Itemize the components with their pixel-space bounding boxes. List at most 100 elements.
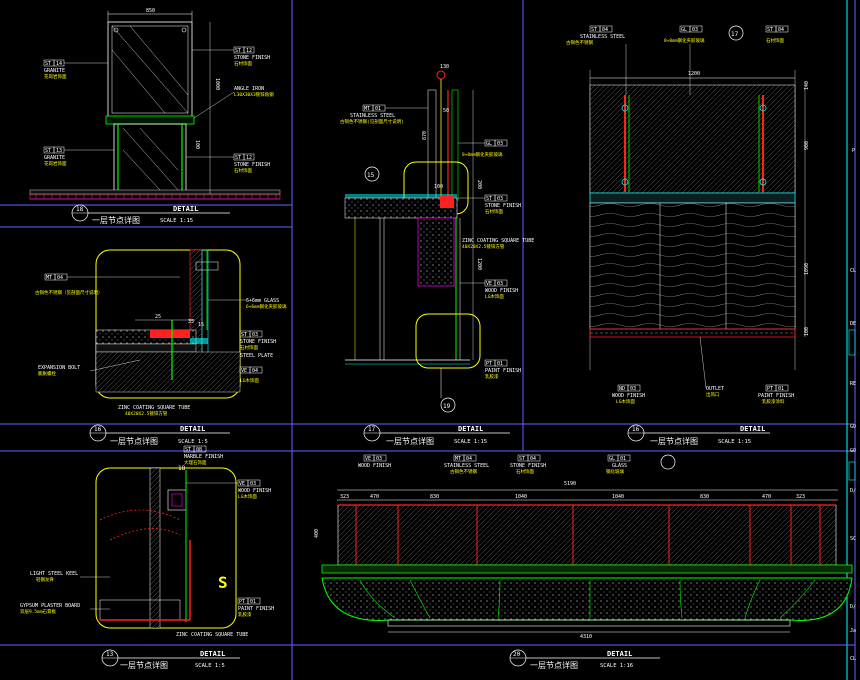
svg-text:03: 03 <box>250 481 256 487</box>
tag-st04b: ST 04 石材饰面 <box>765 25 789 44</box>
svg-text:04: 04 <box>252 368 258 374</box>
svg-text:GYPSUM PLASTER BOARD: GYPSUM PLASTER BOARD <box>20 603 80 609</box>
note-gypsum: GYPSUM PLASTER BOARD 双层9.5mm石膏板 <box>20 603 110 615</box>
strip-label: CL <box>850 656 856 662</box>
svg-text:DETAIL: DETAIL <box>458 425 483 433</box>
note-angle-iron: ANGLE IRON L30X30X3镀锌角钢 <box>193 86 274 119</box>
svg-text:03: 03 <box>376 456 382 462</box>
tag-ve03b: VE 03 WOOD FINISH LG木饰面 <box>186 479 271 500</box>
svg-text:323: 323 <box>340 494 349 500</box>
svg-text:DETAIL: DETAIL <box>607 650 632 658</box>
svg-text:一层节点详图: 一层节点详图 <box>110 436 158 446</box>
svg-text:石材饰面: 石材饰面 <box>234 167 252 174</box>
svg-text:ZINC COATING SQUARE TUBE: ZINC COATING SQUARE TUBE <box>118 405 190 411</box>
svg-text:1040: 1040 <box>515 494 527 500</box>
tag-mt04b: MT 04 STAINLESS STEEL 古铜色不锈钢 <box>444 454 489 475</box>
svg-text:STAINLESS STEEL: STAINLESS STEEL <box>580 34 625 40</box>
tag-gl03b: GL 03 8+8mm钢化夹胶玻璃 <box>664 25 705 95</box>
panel-detail-1: 850 1000 100 ST 14 GRANITE 花岗 <box>29 8 281 225</box>
strip-label: GO <box>850 424 856 430</box>
svg-text:乳胶漆涂料: 乳胶漆涂料 <box>762 398 785 405</box>
svg-text:1090: 1090 <box>804 263 810 275</box>
svg-text:ST: ST <box>767 27 773 33</box>
svg-text:GRANITE: GRANITE <box>44 155 65 161</box>
svg-text:PT: PT <box>239 599 245 605</box>
svg-text:LG木饰面: LG木饰面 <box>238 493 257 500</box>
note-outlet: OUTLET 出风口 <box>699 336 724 398</box>
svg-text:PT: PT <box>486 361 492 367</box>
svg-text:STAINLESS STEEL: STAINLESS STEEL <box>350 113 395 119</box>
svg-text:ST: ST <box>235 48 241 54</box>
svg-text:ST: ST <box>45 148 51 154</box>
svg-text:03: 03 <box>252 332 258 338</box>
svg-text:01: 01 <box>620 456 626 462</box>
svg-text:ZINC COATING SQUARE TUBE: ZINC COATING SQUARE TUBE <box>462 238 534 244</box>
svg-text:MT: MT <box>364 106 370 112</box>
svg-text:STAINLESS STEEL: STAINLESS STEEL <box>444 463 489 469</box>
panel-title-block: 16 DETAIL 一层节点详图 SCALE 1:5 <box>89 424 230 446</box>
svg-text:12: 12 <box>246 155 252 161</box>
svg-text:6+6mm钢化夹胶玻璃: 6+6mm钢化夹胶玻璃 <box>246 303 287 310</box>
panel-detail-2: 25 35 15 MT 04 古铜色不锈钢（见剖面尺寸说明） 6+6mm GLA… <box>35 249 287 446</box>
joint-marker: S <box>218 573 228 592</box>
section-mark <box>660 454 676 470</box>
note-light-keel: LIGHT STEEL KEEL 轻钢龙骨 <box>30 571 110 583</box>
svg-text:WOOD FINISH: WOOD FINISH <box>238 488 271 494</box>
strip-label: SC <box>850 536 856 542</box>
svg-text:STONE FINISH: STONE FINISH <box>234 55 270 61</box>
svg-text:MT: MT <box>46 275 52 281</box>
svg-text:VE: VE <box>239 481 245 487</box>
svg-text:ST: ST <box>486 196 492 202</box>
svg-text:ANGLE IRON: ANGLE IRON <box>234 86 264 92</box>
svg-text:04: 04 <box>530 456 536 462</box>
strip-label: RE <box>850 381 856 387</box>
segment-dims: 323 470 830 1040 1040 830 470 323 <box>340 494 805 500</box>
svg-text:1200: 1200 <box>688 71 700 77</box>
svg-text:一层节点详图: 一层节点详图 <box>120 660 168 670</box>
svg-text:16: 16 <box>632 426 640 433</box>
svg-text:GRANITE: GRANITE <box>44 68 65 74</box>
panel-title-block: 17 DETAIL 一层节点详图 SCALE 1:15 <box>363 424 510 446</box>
strip-label: D/ <box>850 488 856 494</box>
tag-st03a: ST 03 STONE FINISH 石材饰面 <box>239 330 276 351</box>
panel-detail-4: 1200 140 900 1090 100 17 <box>566 25 810 446</box>
svg-text:323: 323 <box>796 494 805 500</box>
svg-text:04: 04 <box>466 456 472 462</box>
svg-text:一层节点详图: 一层节点详图 <box>650 436 698 446</box>
svg-text:一层节点详图: 一层节点详图 <box>386 436 434 446</box>
tag-st12a: ST 12 STONE FINISH 石材饰面 <box>192 46 270 67</box>
svg-text:GL: GL <box>609 456 615 462</box>
svg-text:ZINC COATING SQUARE TUBE: ZINC COATING SQUARE TUBE <box>176 632 248 638</box>
svg-text:膨胀螺栓: 膨胀螺栓 <box>38 370 56 377</box>
tag-ve03c: VE 03 WOOD FINISH <box>358 454 391 469</box>
svg-text:140: 140 <box>804 81 810 90</box>
tag-st13: ST 13 GRANITE 花岗岩饰面 <box>43 146 114 167</box>
tag-st14: ST 14 GRANITE 花岗岩饰面 <box>43 59 108 80</box>
svg-text:石材饰面: 石材饰面 <box>234 60 252 67</box>
svg-text:870: 870 <box>422 131 428 140</box>
svg-text:01: 01 <box>375 106 381 112</box>
svg-text:19: 19 <box>443 403 451 410</box>
svg-text:40X20X2.5镀锌方管: 40X20X2.5镀锌方管 <box>462 243 505 250</box>
tag-mt01: MT 01 STAINLESS STEEL 古铜色不锈钢(见剖面尺寸说明) <box>340 104 428 125</box>
tag-st04c: ST 04 STONE FINISH 石材饰面 <box>510 454 546 475</box>
svg-text:40X20X2.5镀锌方管: 40X20X2.5镀锌方管 <box>125 410 168 417</box>
svg-text:SCALE 1:15: SCALE 1:15 <box>718 439 751 445</box>
svg-text:乳胶漆: 乳胶漆 <box>485 373 499 380</box>
svg-text:17: 17 <box>731 31 739 38</box>
svg-text:03: 03 <box>497 281 503 287</box>
svg-text:大理石饰面: 大理石饰面 <box>184 459 207 466</box>
svg-text:6+6mm GLASS: 6+6mm GLASS <box>246 298 279 304</box>
tag-st08: ST 08 MARBLE FINISH 大理石饰面 <box>183 445 223 466</box>
tag-st03b: ST 03 STONE FINISH 石材饰面 <box>458 194 521 215</box>
svg-text:花岗岩饰面: 花岗岩饰面 <box>44 73 67 80</box>
svg-text:GLASS: GLASS <box>612 463 627 469</box>
strip-label: CL <box>850 268 856 274</box>
note-zinc-tube-1: ZINC COATING SQUARE TUBE 40X20X2.5镀锌方管 <box>118 405 190 417</box>
svg-text:STONE FINISH: STONE FINISH <box>510 463 546 469</box>
svg-text:DETAIL: DETAIL <box>740 425 765 433</box>
svg-text:14: 14 <box>56 61 62 67</box>
svg-text:01: 01 <box>250 599 256 605</box>
tag-mt04a: MT 04 古铜色不锈钢（见剖面尺寸说明） <box>35 273 180 296</box>
svg-text:出风口: 出风口 <box>706 391 720 398</box>
